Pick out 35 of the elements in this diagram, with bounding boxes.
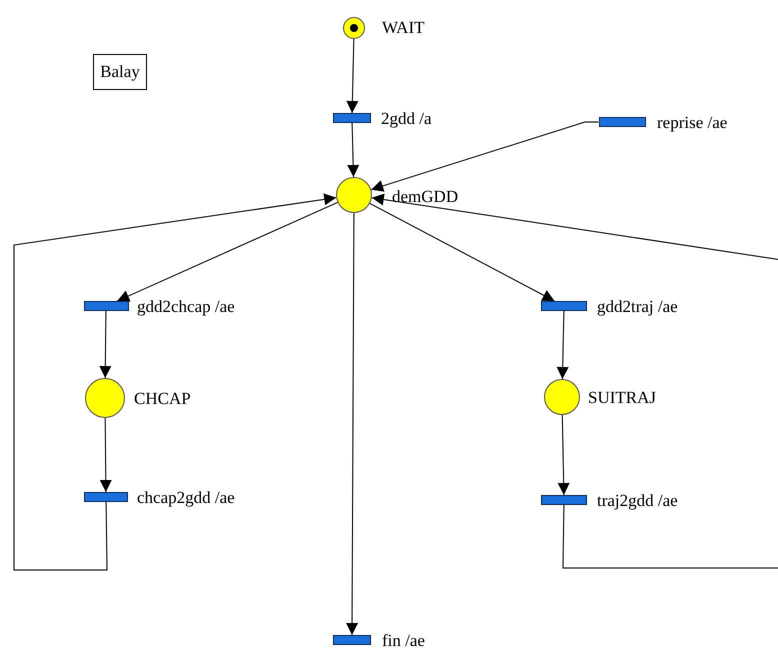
arrow: [100, 418, 112, 492]
arrow: [371, 194, 778, 568]
place-circle: [343, 17, 365, 39]
place-circle: [85, 378, 125, 418]
transition-bar: [333, 113, 371, 123]
label-box: Balay: [93, 54, 147, 90]
transition-label: traj2gdd /ae: [597, 492, 678, 509]
place-label: WAIT: [382, 19, 424, 36]
transition-bar: [598, 117, 646, 127]
transition-label: fin /ae: [382, 632, 425, 649]
transition-bar: [333, 635, 371, 645]
transition-label: reprise /ae: [657, 114, 728, 131]
place-circle: [544, 379, 580, 415]
arrow: [116, 202, 338, 302]
transition-bar: [541, 301, 587, 311]
transition-label: gdd2chcap /ae: [137, 298, 235, 315]
arrow: [346, 38, 358, 114]
place-label: SUITRAJ: [588, 389, 656, 406]
arrow: [370, 122, 599, 192]
transition-label: 2gdd /a: [381, 110, 432, 127]
place-label: CHCAP: [134, 390, 191, 407]
place-label: demGDD: [392, 188, 458, 205]
arrow: [558, 414, 570, 496]
arrow: [14, 193, 337, 570]
arrow: [369, 202, 555, 302]
transition-bar: [84, 301, 128, 311]
place-circle: [336, 177, 372, 213]
arrow: [346, 212, 358, 636]
transition-label: gdd2traj /ae: [597, 298, 678, 315]
arrow: [99, 310, 112, 378]
transition-bar: [541, 495, 587, 505]
arrow: [556, 310, 569, 380]
arrow: [347, 122, 360, 178]
transition-label: chcap2gdd /ae: [137, 489, 235, 506]
transition-bar: [84, 492, 128, 502]
